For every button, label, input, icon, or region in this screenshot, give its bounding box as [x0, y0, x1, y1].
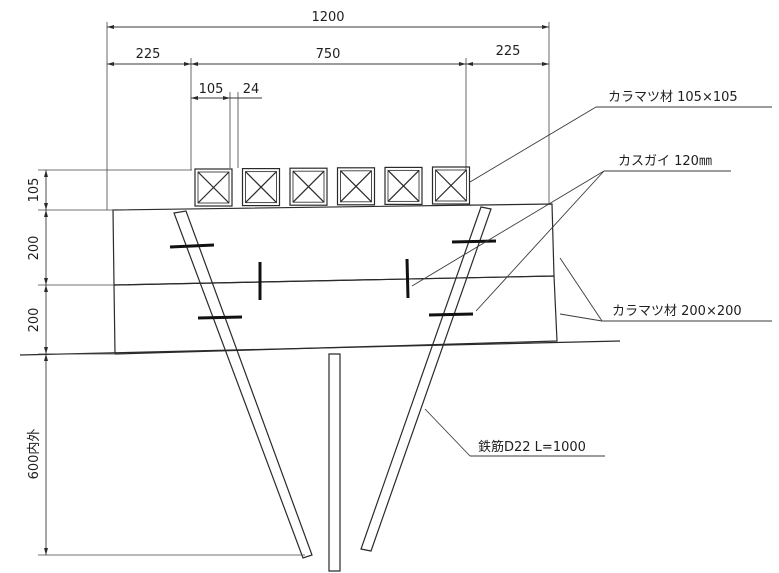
ground-line: [19, 340, 621, 356]
dimension-row-margins: 225 750 225: [107, 44, 549, 170]
rebar-left: [173, 210, 313, 559]
leader-top-timber: カラマツ材 105×105: [469, 90, 772, 183]
dimension-left-margin-label: 225: [136, 47, 161, 62]
timber-block: [241, 168, 281, 207]
clamp-right-lower: [428, 312, 474, 317]
dimension-upper-block-height-label: 105: [27, 178, 42, 203]
dimension-total-width-label: 1200: [311, 10, 344, 25]
timber-block: [384, 166, 423, 205]
dimension-beam-upper-height-label: 200: [27, 236, 42, 261]
top-timber-blocks: [194, 166, 471, 207]
dimension-vertical: 105 200 200 600内外: [26, 169, 305, 556]
dimension-beam-lower-height-label: 200: [27, 308, 42, 333]
timber-block: [431, 166, 471, 205]
beam-lower: [113, 275, 558, 355]
clamp-left-lower: [197, 315, 243, 320]
dimension-embed-depth-label: 600内外: [26, 429, 42, 480]
clamp-left-upper: [169, 243, 215, 249]
label-rebar: 鉄筋D22 L=1000: [478, 439, 586, 455]
dimension-gap-width-label: 24: [243, 82, 260, 97]
timber-block: [194, 168, 233, 207]
dimension-row-block: 105 24: [191, 82, 262, 168]
clamp-right-upper: [451, 239, 497, 244]
timber-block: [289, 167, 328, 206]
leader-clamp: カスガイ 120㎜: [411, 154, 731, 312]
beam-timbers: [19, 203, 621, 356]
leader-beam-timber: カラマツ材 200×200: [559, 257, 772, 322]
label-clamp: カスガイ 120㎜: [618, 154, 712, 169]
rebar-right: [360, 206, 492, 552]
clamp-right-vertical: [405, 258, 410, 299]
dimension-block-width-label: 105: [199, 82, 224, 97]
clamps: [169, 239, 497, 320]
rebar-center: [328, 353, 341, 572]
leader-rebar: 鉄筋D22 L=1000: [424, 408, 605, 457]
timber-block: [336, 167, 376, 206]
dimension-right-margin-label: 225: [496, 44, 521, 59]
rebar-rods: [173, 206, 492, 572]
dimension-total-width: 1200: [106, 10, 550, 210]
label-top-timber: カラマツ材 105×105: [608, 90, 738, 105]
dimension-center-width-label: 750: [316, 47, 341, 62]
label-beam-timber: カラマツ材 200×200: [612, 304, 742, 319]
beam-upper: [112, 203, 555, 286]
